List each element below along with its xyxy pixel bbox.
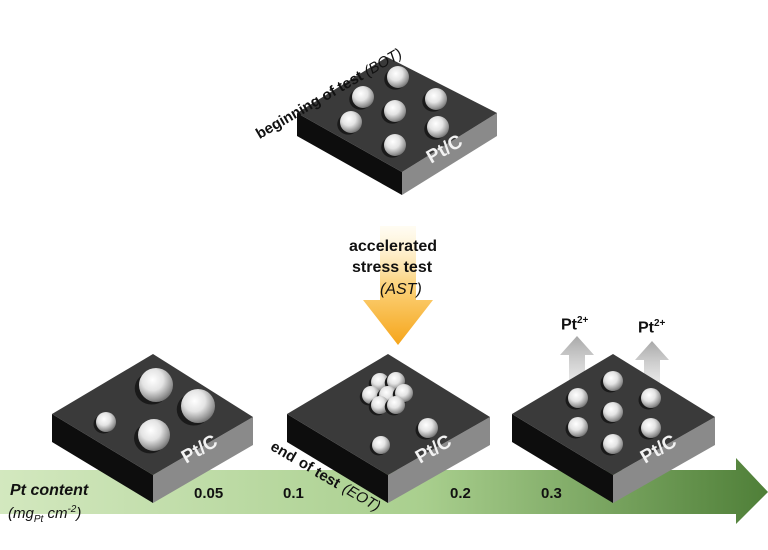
block-eot-2 (287, 354, 490, 503)
pt-particle (371, 373, 389, 391)
block-left-face (297, 113, 402, 195)
pt-particle (387, 396, 405, 414)
pt-particle (603, 371, 623, 391)
pt-particle (372, 436, 390, 454)
block-bot (297, 57, 497, 195)
pt-particle (384, 100, 406, 122)
tick-label: 0.1 (283, 485, 304, 502)
block-left-face (287, 414, 388, 503)
ast-label-line2: stress test (352, 259, 433, 276)
block-left-face (512, 414, 613, 503)
axis-label: Pt content (10, 482, 89, 499)
ast-arrow (363, 226, 433, 345)
unit-mid: cm (43, 505, 68, 522)
unit-prefix: (mg (8, 505, 34, 522)
ion-charge: 2+ (654, 318, 666, 329)
ast-abbr: (AST) (380, 281, 422, 298)
tick-label: 0.05 (194, 485, 224, 502)
pt-particle (138, 419, 170, 451)
pt-particle (352, 86, 374, 108)
tick-label: 0.3 (541, 485, 562, 502)
pt-particle (603, 402, 623, 422)
ast-label-line1: accelerated (349, 238, 438, 255)
pt-particle (139, 368, 173, 402)
pt-particle (603, 434, 623, 454)
unit-sub: Pt (33, 514, 44, 525)
dissolution-arrow-1 (560, 336, 594, 385)
block-right-face (402, 113, 497, 195)
pt-ion-label-1: Pt2+ (561, 315, 588, 334)
ion-charge: 2+ (577, 315, 589, 326)
block-top-face (287, 354, 490, 475)
pt-particle (568, 388, 588, 408)
pt-particle (387, 66, 409, 88)
pt-particle (181, 389, 215, 423)
pt-ion-label-2: Pt2+ (638, 318, 665, 337)
block-right-face (388, 417, 490, 503)
pt-particle (641, 418, 661, 438)
unit-suffix: ) (76, 505, 82, 522)
pt-particle (418, 418, 438, 438)
dissolution-arrow-2 (635, 341, 669, 385)
pt-particle (384, 134, 406, 156)
block-eot-1 (52, 354, 253, 503)
pt-particle (371, 396, 389, 414)
pt-particle (641, 388, 661, 408)
block-right-face (153, 417, 253, 503)
tick-label: 0.2 (450, 485, 471, 502)
unit-sup: -2 (67, 504, 77, 515)
block-eot-3 (512, 354, 715, 503)
block-right-face (613, 417, 715, 503)
ion-symbol: Pt (561, 316, 577, 334)
block-top-face (52, 354, 253, 475)
block-left-face (52, 414, 153, 503)
ion-symbol: Pt (638, 319, 654, 337)
pt-particle (96, 412, 116, 432)
axis-unit: (mgPt cm-2) (8, 504, 81, 525)
pt-particle (568, 417, 588, 437)
pt-particle (427, 116, 449, 138)
pt-particle (340, 111, 362, 133)
pt-particle (425, 88, 447, 110)
